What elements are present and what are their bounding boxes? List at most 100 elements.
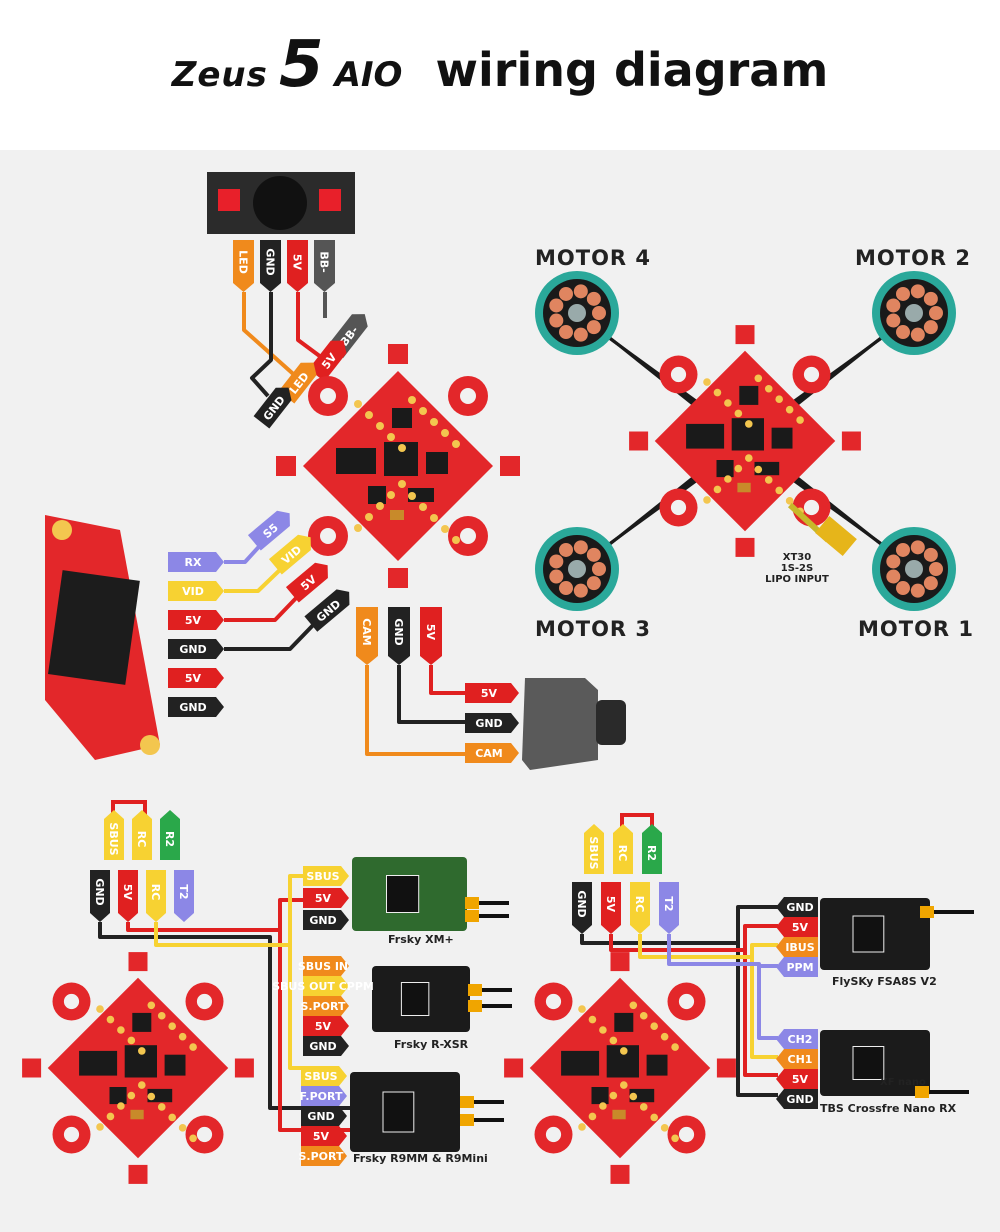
pin-tag-label: 5V: [481, 687, 498, 700]
pin-tag: GND: [776, 897, 818, 917]
motor-coil: [559, 542, 573, 557]
pin-tag: LED: [233, 240, 254, 292]
antenna-icon: [920, 906, 934, 918]
receiver-chip: [386, 875, 420, 913]
pin-tag-shape: [118, 870, 138, 922]
pin-tag: 5V: [287, 240, 308, 292]
pin-tag: GND: [303, 910, 349, 930]
solder-pad: [713, 388, 722, 397]
frsky-r9-receiver: [350, 1072, 460, 1152]
board-tab: [128, 1164, 148, 1184]
solder-pad: [609, 1091, 618, 1100]
solder-pad: [620, 1081, 628, 1089]
pin-tag-shape: [301, 1146, 347, 1166]
board-tab: [610, 1164, 630, 1184]
pin-tag-label: GND: [307, 1110, 334, 1123]
solder-pad: [671, 1134, 679, 1143]
motor-coil: [573, 540, 588, 555]
motor-coil: [559, 286, 573, 301]
motor-coil: [929, 306, 943, 320]
solder-pad: [639, 1103, 648, 1111]
pin-tag: 5V: [285, 562, 328, 603]
vtx-pad: [140, 735, 160, 755]
pin-tag-shape: [260, 240, 281, 292]
pin-tag-shape: [303, 910, 349, 930]
pin-tag-label: T2: [662, 896, 675, 911]
pin-tag: 5V: [776, 917, 818, 937]
mount-hole: [678, 993, 695, 1010]
vtx-shield: [48, 570, 140, 685]
pin-tag-label: RX: [185, 556, 202, 569]
motor-shaft: [905, 560, 923, 578]
chip: [368, 486, 386, 504]
pin-tag: GND: [388, 607, 410, 665]
pin-tag: RC: [132, 810, 152, 860]
solder-pad: [398, 480, 406, 488]
pin-tag: 5V: [301, 1126, 347, 1146]
motor-coil: [573, 583, 588, 598]
solder-pad: [775, 395, 783, 403]
pin-tag: IBUS: [776, 937, 818, 957]
button: [612, 1109, 626, 1120]
pin-tag: 5V: [303, 888, 349, 908]
pin-tag: GND: [260, 240, 281, 292]
camera-icon: [522, 678, 598, 770]
motor-label: MOTOR 2: [855, 246, 971, 270]
motor-label: MOTOR 3: [535, 617, 651, 641]
mount-hole: [320, 528, 336, 544]
pin-tag-label: BB-: [318, 251, 331, 272]
receiver-name: Frsky R9MM & R9Mini: [353, 1152, 488, 1165]
pin-tag: GND: [465, 713, 519, 733]
solder-pad: [365, 513, 373, 521]
receiver-name: Frsky R-XSR: [394, 1038, 469, 1051]
motor-coil: [586, 576, 601, 591]
pin-tag-shape: [659, 882, 679, 934]
antenna-icon: [468, 984, 482, 996]
board-tab: [716, 1058, 736, 1078]
receiver-chip: [382, 1091, 415, 1133]
solder-pad: [452, 536, 460, 544]
pin-tag-label: RC: [149, 884, 162, 901]
pin-tag-shape: [303, 996, 349, 1016]
solder-pad: [588, 1112, 597, 1121]
antenna: [460, 1114, 504, 1126]
solder-pad: [441, 429, 449, 437]
wire: [580, 905, 778, 1097]
motor: [535, 527, 619, 611]
motor-coil: [559, 581, 573, 596]
solder-pad: [387, 433, 395, 441]
pin-tag: GND: [168, 697, 224, 717]
pin-tag: 5V: [303, 1016, 349, 1036]
pin-tag-shape: [776, 957, 818, 977]
solder-pad: [376, 422, 384, 430]
pin-tag-label: 5V: [315, 1020, 332, 1033]
wire: [667, 934, 778, 1040]
pin-tag: 5V: [601, 882, 621, 934]
solder-pad: [408, 492, 416, 500]
board-tab: [629, 431, 649, 451]
solder-pad: [441, 525, 449, 533]
chip: [591, 1087, 609, 1105]
page-title: Zeus 5 AIO wiring diagram: [0, 28, 1000, 102]
pin-tag-label: GND: [309, 1040, 336, 1053]
board-tab: [504, 1058, 524, 1078]
wire: [397, 665, 465, 724]
title-rest: wiring diagram: [435, 43, 829, 97]
pin-tag-label: GND: [309, 914, 336, 927]
pin-tag: 5V: [465, 683, 519, 703]
motor-coil: [549, 313, 564, 328]
chip: [686, 423, 725, 449]
pin-tag: BB-: [314, 240, 335, 292]
pin-tag: CH2: [776, 1029, 818, 1049]
solder-pad: [639, 1011, 648, 1020]
pin-tag-shape: [304, 589, 350, 632]
antenna: [468, 984, 512, 996]
receiver-chip: [852, 1046, 885, 1080]
solder-pad: [189, 1043, 197, 1051]
wire: [224, 563, 287, 593]
pin-tag-shape: [388, 607, 410, 665]
